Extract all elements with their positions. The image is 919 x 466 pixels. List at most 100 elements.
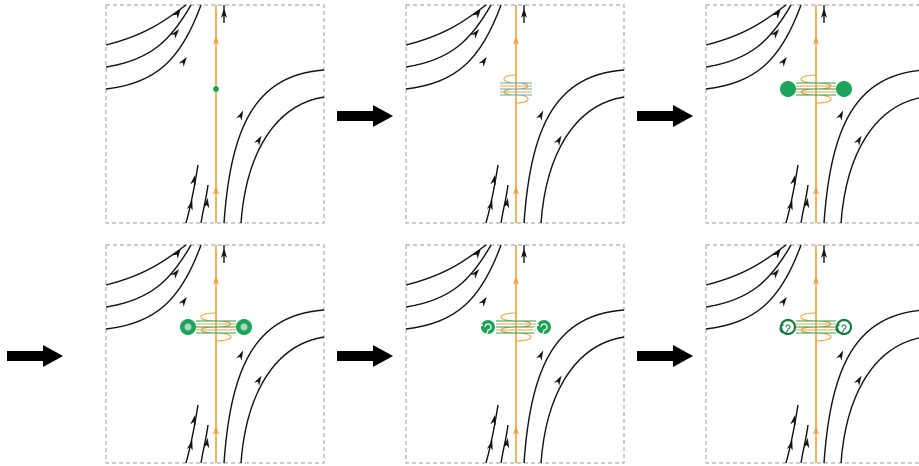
flow-arrowhead bbox=[503, 198, 510, 209]
vortex-disc bbox=[780, 81, 796, 97]
axis-arrowhead bbox=[513, 35, 519, 45]
streamline bbox=[485, 404, 499, 464]
streamline bbox=[105, 4, 187, 46]
flow-arrowhead bbox=[770, 29, 780, 39]
streamline bbox=[823, 309, 919, 464]
flow-arrowhead bbox=[203, 198, 210, 209]
axis-arrowhead bbox=[213, 425, 219, 435]
streamline bbox=[105, 4, 192, 68]
streamline bbox=[405, 244, 492, 308]
flow-arrowhead bbox=[172, 248, 181, 259]
flow-arrowhead bbox=[478, 296, 487, 307]
flow-arrowhead bbox=[253, 135, 262, 146]
flow-arrowhead bbox=[521, 248, 527, 258]
right-arrow-icon bbox=[637, 345, 693, 367]
panel-frame bbox=[705, 244, 919, 464]
flow-arrowhead bbox=[803, 438, 810, 449]
panel-p4 bbox=[105, 244, 325, 464]
flow-arrowhead bbox=[472, 248, 481, 259]
vortex-spiral bbox=[533, 323, 548, 336]
flow-arrowhead bbox=[470, 29, 480, 39]
axis-arrowhead bbox=[213, 35, 219, 45]
flow-arrowhead bbox=[490, 175, 497, 186]
streamline bbox=[800, 184, 809, 224]
flow-arrowhead bbox=[503, 438, 510, 449]
streamline bbox=[405, 4, 502, 90]
left-vortex bbox=[477, 320, 495, 336]
streamline bbox=[785, 164, 799, 224]
panel-frame bbox=[405, 244, 625, 464]
seed-point bbox=[213, 86, 219, 92]
flow-arrowhead bbox=[253, 375, 262, 386]
streamline bbox=[200, 424, 209, 464]
panel-p5 bbox=[405, 244, 625, 464]
streamline bbox=[405, 4, 492, 68]
flow-arrowhead bbox=[490, 415, 497, 426]
streamline bbox=[823, 69, 919, 224]
streamline bbox=[705, 244, 787, 286]
left-vortex bbox=[180, 319, 196, 335]
flow-arrowhead bbox=[772, 8, 781, 19]
streamline bbox=[405, 4, 487, 46]
vortex-disc bbox=[836, 81, 852, 97]
axis-arrowhead bbox=[813, 275, 819, 285]
left-vortex bbox=[780, 81, 796, 97]
vortex-ring bbox=[779, 318, 797, 336]
streamline bbox=[105, 244, 187, 286]
streamline bbox=[223, 69, 325, 224]
streamline bbox=[705, 4, 787, 46]
panel-frame bbox=[105, 244, 325, 464]
streamline bbox=[500, 424, 509, 464]
right-arrow-icon bbox=[637, 105, 693, 127]
flow-arrowhead bbox=[770, 269, 780, 279]
vortex-ring bbox=[835, 318, 853, 336]
flow-arrowhead bbox=[536, 350, 544, 361]
flow-arrowhead bbox=[553, 135, 562, 146]
flow-arrowhead bbox=[778, 56, 787, 67]
streamline bbox=[540, 96, 625, 224]
right-vortex bbox=[236, 319, 252, 335]
streamline bbox=[185, 404, 199, 464]
flow-arrowhead bbox=[786, 440, 793, 451]
streamline bbox=[240, 336, 325, 464]
flow-arrowhead bbox=[836, 350, 844, 361]
flow-arrowhead bbox=[821, 248, 827, 258]
streamline bbox=[705, 244, 802, 330]
flow-arrowhead bbox=[178, 56, 187, 67]
panel-frame bbox=[705, 4, 919, 224]
axis-arrowhead bbox=[513, 185, 519, 195]
streamline bbox=[523, 309, 625, 464]
streamline bbox=[223, 309, 325, 464]
flow-arrowhead bbox=[472, 8, 481, 19]
flow-arrowhead bbox=[170, 29, 180, 39]
flow-arrowhead bbox=[190, 415, 197, 426]
vortex-disc bbox=[537, 320, 551, 334]
flow-arrowhead bbox=[836, 110, 844, 121]
flow-arrowhead bbox=[186, 440, 193, 451]
panel-frame bbox=[105, 4, 325, 224]
flow-arrowhead bbox=[853, 375, 862, 386]
panel-p1 bbox=[105, 4, 325, 224]
flow-arrowhead bbox=[778, 296, 787, 307]
streamline bbox=[105, 244, 202, 330]
streamline bbox=[105, 244, 192, 308]
axis-arrowhead bbox=[813, 35, 819, 45]
streamline bbox=[500, 184, 509, 224]
flow-arrowhead bbox=[772, 248, 781, 259]
streamline bbox=[105, 4, 202, 90]
streamline bbox=[200, 184, 209, 224]
flow-arrowhead bbox=[521, 8, 527, 18]
streamline bbox=[705, 4, 802, 90]
streamline bbox=[485, 164, 499, 224]
flow-arrowhead bbox=[203, 438, 210, 449]
flow-arrowhead bbox=[803, 198, 810, 209]
flow-arrowhead bbox=[236, 110, 244, 121]
streamline bbox=[185, 164, 199, 224]
flow-arrowhead bbox=[790, 415, 797, 426]
flow-arrowhead bbox=[486, 440, 493, 451]
flow-arrowhead bbox=[470, 269, 480, 279]
panels-layer bbox=[105, 4, 919, 464]
streamline bbox=[405, 244, 487, 286]
left-vortex bbox=[779, 318, 797, 336]
